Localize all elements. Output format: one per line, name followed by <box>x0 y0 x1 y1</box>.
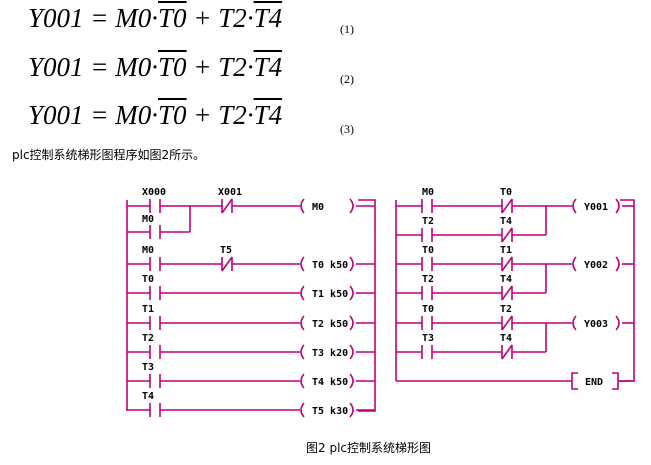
equation-number-2: (2) <box>340 72 354 86</box>
coil-t5: T5 k30 <box>312 406 348 417</box>
contact-t0: T0 <box>142 274 154 285</box>
coil-t0: T0 k50 <box>312 260 348 271</box>
contact-t4: T4 <box>142 391 154 402</box>
equation-3: Y001 = M0·T0 + T2·T4 <box>28 100 283 130</box>
equation-1: Y001 = M0·T0 + T2·T4 <box>28 3 283 33</box>
coil-y002: Y002 <box>584 260 608 271</box>
contact-r-t0: T0 <box>500 187 512 198</box>
coil-t2: T2 k50 <box>312 319 348 330</box>
contact-x001: X001 <box>218 187 242 198</box>
equation-number-1: (1) <box>340 22 354 36</box>
contact-r-t2-b: T2 <box>422 274 434 285</box>
coil-t4: T4 k50 <box>312 377 348 388</box>
contact-m0: M0 <box>142 245 154 256</box>
equation-number-3: (3) <box>340 122 354 136</box>
contact-r-t4-c: T4 <box>500 333 512 344</box>
coil-y003: Y003 <box>584 319 608 330</box>
contact-r-t4-b: T4 <box>500 274 512 285</box>
coil-t3: T3 k20 <box>312 348 348 359</box>
contact-r-t1: T1 <box>500 245 512 256</box>
contact-r-t0-c: T0 <box>422 304 434 315</box>
contact-r-t0-b: T0 <box>422 245 434 256</box>
contact-r-t2: T2 <box>422 216 434 227</box>
contact-r-m0: M0 <box>422 187 434 198</box>
coil-m0: M0 <box>312 202 324 213</box>
contact-r-t3: T3 <box>422 333 434 344</box>
contact-r-t2-c: T2 <box>500 304 512 315</box>
intro-text: plc控制系统梯形图程序如图2所示。 <box>12 148 206 162</box>
contact-x000: X000 <box>142 187 166 198</box>
equation-2: Y001 = M0·T0 + T2·T4 <box>28 52 283 82</box>
contact-t1: T1 <box>142 304 154 315</box>
contact-t3: T3 <box>142 362 154 373</box>
contact-r-t4: T4 <box>500 216 512 227</box>
coil-y001: Y001 <box>584 202 608 213</box>
coil-end: END <box>585 377 603 388</box>
contact-t2: T2 <box>142 333 154 344</box>
figure-caption: 图2 plc控制系统梯形图 <box>306 441 431 455</box>
contact-t5: T5 <box>220 245 232 256</box>
contact-m0-hold: M0 <box>142 214 154 225</box>
coil-t1: T1 k50 <box>312 289 348 300</box>
